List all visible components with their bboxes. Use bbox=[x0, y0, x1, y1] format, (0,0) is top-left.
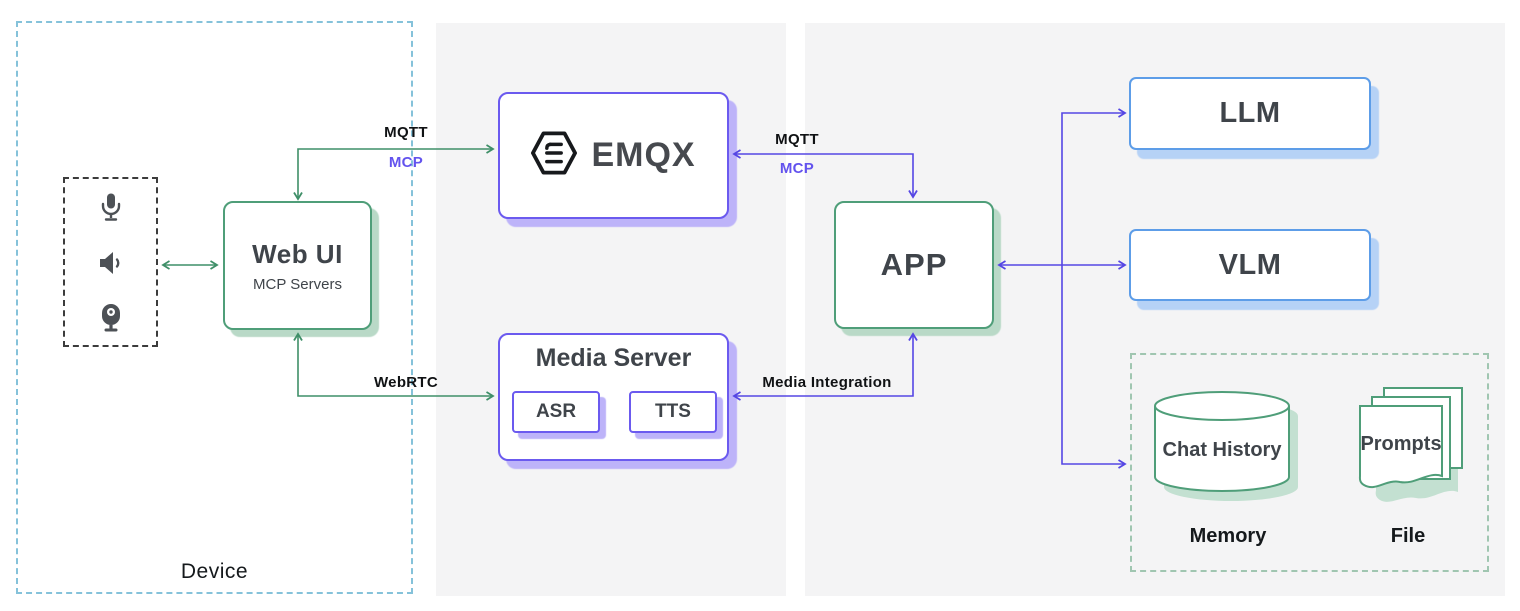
vlm-label: VLM bbox=[1218, 248, 1282, 281]
label-media-integration: Media Integration bbox=[762, 374, 892, 391]
asr-node: ASR bbox=[512, 391, 600, 433]
chat-history-label: Chat History bbox=[1163, 439, 1283, 461]
label-mqtt-webui: MQTT bbox=[384, 124, 428, 141]
media-server-node: Media Server ASR TTS bbox=[498, 333, 729, 461]
storage-container bbox=[1130, 353, 1489, 572]
microphone-icon bbox=[98, 192, 124, 222]
label-webrtc: WebRTC bbox=[373, 374, 439, 391]
web-ui-subtitle: MCP Servers bbox=[253, 275, 342, 293]
media-server-title: Media Server bbox=[535, 344, 692, 372]
memory-caption: Memory bbox=[1189, 525, 1267, 547]
device-container: Device bbox=[16, 21, 413, 594]
emqx-node: EMQX bbox=[498, 92, 729, 219]
vlm-node: VLM bbox=[1129, 229, 1371, 301]
app-label: APP bbox=[880, 247, 948, 282]
label-mcp-webui: MCP bbox=[388, 154, 424, 171]
device-label: Device bbox=[180, 560, 249, 583]
tts-node: TTS bbox=[629, 391, 717, 433]
peripherals-box bbox=[63, 177, 158, 347]
file-caption: File bbox=[1390, 525, 1426, 547]
prompts-file-icon: Prompts bbox=[1358, 387, 1463, 502]
emqx-label: EMQX bbox=[591, 136, 696, 174]
webcam-icon bbox=[98, 303, 124, 333]
web-ui-title: Web UI bbox=[252, 238, 343, 269]
label-mqtt-app: MQTT bbox=[775, 131, 819, 148]
prompts-label: Prompts bbox=[1360, 433, 1441, 455]
emqx-logo-icon bbox=[531, 128, 578, 183]
label-mcp-app: MCP bbox=[779, 160, 815, 177]
llm-node: LLM bbox=[1129, 77, 1371, 150]
web-ui-node: Web UI MCP Servers bbox=[223, 201, 372, 330]
app-node: APP bbox=[834, 201, 994, 329]
speaker-icon bbox=[97, 250, 125, 276]
llm-label: LLM bbox=[1219, 97, 1281, 129]
chat-history-database-icon: Chat History bbox=[1154, 391, 1298, 501]
